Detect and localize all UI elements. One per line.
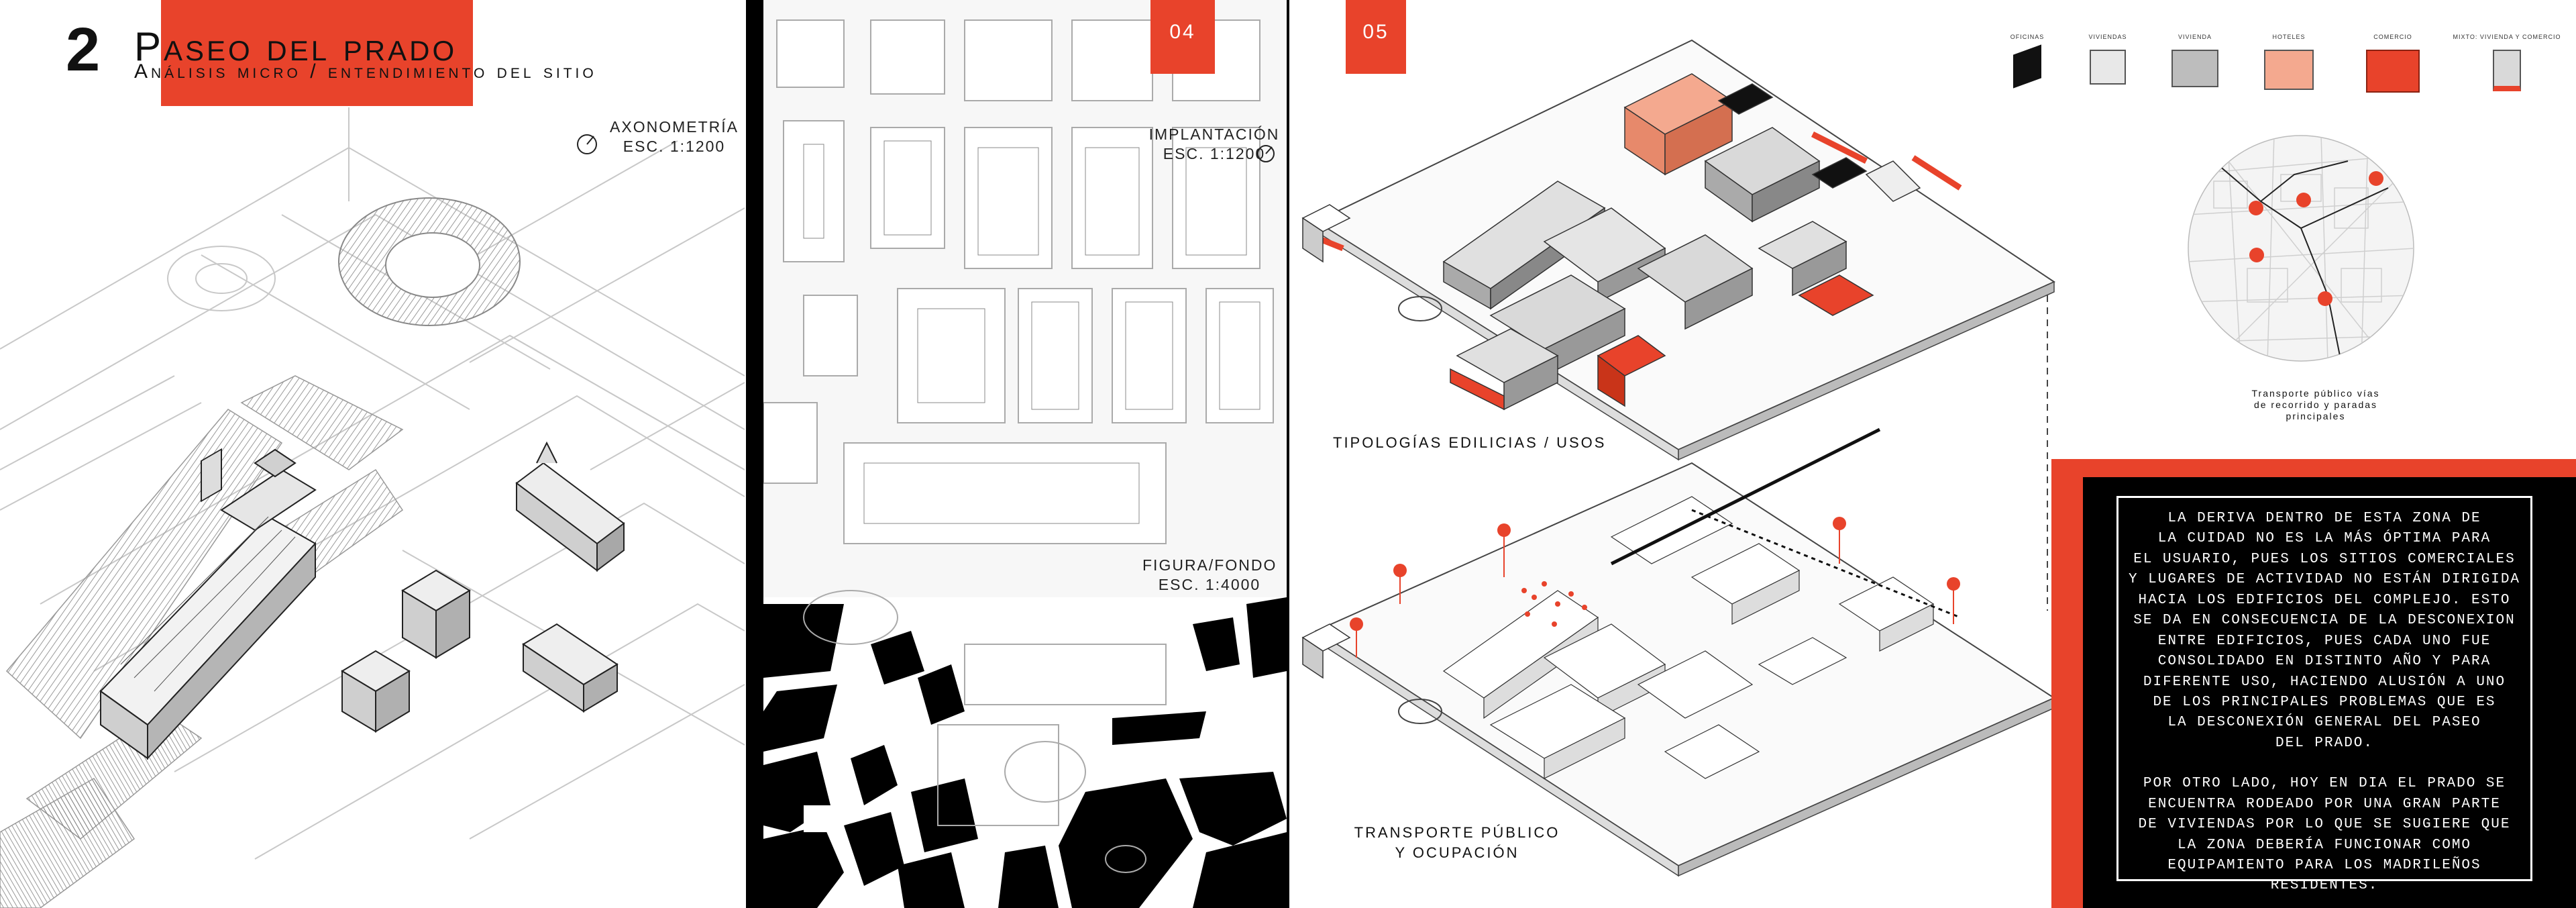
text-line: LA CUIDAD NO ES LA MÁS ÓPTIMA PARA xyxy=(2157,531,2491,547)
section-number: 2 xyxy=(66,15,101,84)
text-line: EL USUARIO, PUES LOS SITIOS COMERCIALES xyxy=(2133,551,2516,567)
legend-item: VIVIENDA xyxy=(2148,34,2242,87)
legend-item: OFICINAS xyxy=(1987,34,2068,89)
plan-panel: 04 IMPLANTACIÓN ESC. 1:1200 FIGURA/FONDO… xyxy=(763,0,1287,908)
analysis-panel: 05 xyxy=(1289,0,2576,908)
legend-swatch xyxy=(2171,50,2218,87)
legend-item: HOTELES xyxy=(2242,34,2336,90)
text-line: SE DA EN CONSECUENCIA DE LA DESCONEXION xyxy=(2133,613,2516,629)
implantacion-label: IMPLANTACIÓN ESC. 1:1200 xyxy=(1147,125,1281,164)
usage-legend: OFICINAS VIVIENDAS VIVIENDA HOTELES COME… xyxy=(1987,34,2564,114)
text-line: CONSOLIDADO EN DISTINTO AÑO Y PARA xyxy=(2157,654,2491,670)
transporte-label: TRANSPORTE PÚBLICO Y OCUPACIÓN xyxy=(1330,823,1585,862)
legend-label: COMERCIO xyxy=(2373,34,2412,40)
legend-item: COMERCIO xyxy=(2343,34,2443,93)
legend-label: VIVIENDA xyxy=(2178,34,2212,40)
transit-caption-line3: principales xyxy=(2286,410,2346,421)
legend-item: MIXTO: VIVIENDA Y COMERCIO xyxy=(2450,34,2564,91)
figura-fondo-title: FIGURA/FONDO xyxy=(1142,556,1277,574)
north-arrow-icon xyxy=(577,134,597,154)
transporte-label-line2: Y OCUPACIÓN xyxy=(1395,844,1519,861)
legend-label: MIXTO: VIVIENDA Y COMERCIO xyxy=(2453,34,2561,40)
text-line: ENCUENTRA RODEADO POR UNA GRAN PARTE xyxy=(2148,796,2501,812)
analysis-axonometries xyxy=(1301,39,2056,877)
implantacion-scale: ESC. 1:1200 xyxy=(1163,144,1266,162)
text-line: LA ZONA DEBERÍA FUNCIONAR COMO xyxy=(2177,837,2472,853)
text-line: DIFERENTE USO, HACIENDO ALUSIÓN A UNO xyxy=(2143,674,2506,690)
text-line: RESIDENTES. xyxy=(2270,878,2379,894)
axonometry-panel: 2 Paseo del prado Análisis micro / enten… xyxy=(0,0,745,908)
text-line: ENTRE EDIFICIOS, PUES CADA UNO FUE xyxy=(2157,633,2491,649)
paragraph-1: LA DERIVA DENTRO DE ESTA ZONA DE LA CUID… xyxy=(2118,509,2530,754)
figura-fondo-scale: ESC. 1:4000 xyxy=(1158,575,1261,593)
text-line: POR OTRO LADO, HOY EN DIA EL PRADO SE xyxy=(2143,776,2506,792)
separator-2 xyxy=(1287,0,1289,908)
axonometry-drawing xyxy=(0,107,745,908)
page-number: 05 xyxy=(1362,21,1389,43)
text-box: LA DERIVA DENTRO DE ESTA ZONA DE LA CUID… xyxy=(2083,477,2576,908)
page-number-box: 05 xyxy=(1346,0,1406,74)
text-line: Y LUGARES DE ACTIVIDAD NO ESTÁN DIRIGIDA xyxy=(2128,572,2521,588)
paragraph-2: POR OTRO LADO, HOY EN DIA EL PRADO SE EN… xyxy=(2118,774,2530,897)
axonometry-label-title: AXONOMETRÍA xyxy=(610,118,739,136)
text-inner: LA DERIVA DENTRO DE ESTA ZONA DE LA CUID… xyxy=(2116,496,2532,893)
text-line: DE LOS PRINCIPALES PROBLEMAS QUE ES xyxy=(2153,694,2496,710)
legend-label: HOTELES xyxy=(2272,34,2306,40)
transit-caption-line1: Transporte público vías xyxy=(2251,388,2380,399)
text-frame: LA DERIVA DENTRO DE ESTA ZONA DE LA CUID… xyxy=(2051,459,2576,908)
plan-drawing xyxy=(763,0,1287,908)
legend-swatch xyxy=(2493,50,2521,91)
legend-swatch xyxy=(2366,50,2420,93)
page-title: Paseo del prado xyxy=(134,24,458,69)
page-subtitle: Análisis micro / entendimiento del sitio xyxy=(134,60,597,83)
text-line: HACIA LOS EDIFICIOS DEL COMPLEJO. ESTO xyxy=(2138,592,2511,608)
text-line: LA DESCONEXIÓN GENERAL DEL PASEO xyxy=(2167,715,2481,731)
legend-swatch xyxy=(2264,50,2314,90)
text-line: LA DERIVA DENTRO DE ESTA ZONA DE xyxy=(2167,511,2481,526)
transit-map-caption: Transporte público vías de recorrido y p… xyxy=(2208,388,2423,421)
text-line: DE VIVIENDAS POR LO QUE SE SUGIERE QUE xyxy=(2138,817,2511,833)
tipologias-label: TIPOLOGÍAS EDILICIAS / USOS xyxy=(1333,434,1607,451)
legend-swatch xyxy=(2090,50,2126,85)
figura-fondo-label: FIGURA/FONDO ESC. 1:4000 xyxy=(1142,556,1277,595)
legend-label: VIVIENDAS xyxy=(2088,34,2127,40)
implantacion-title: IMPLANTACIÓN xyxy=(1148,125,1280,143)
separator-1 xyxy=(746,0,763,908)
axonometry-label: AXONOMETRÍA ESC. 1:1200 xyxy=(604,117,745,156)
axonometry-label-scale: ESC. 1:1200 xyxy=(623,137,726,155)
legend-label: OFICINAS xyxy=(2010,34,2045,40)
page-number: 04 xyxy=(1169,21,1196,43)
legend-item: VIVIENDAS xyxy=(2068,34,2148,85)
page-number-box: 04 xyxy=(1150,0,1215,74)
text-line: DEL PRADO. xyxy=(2275,735,2374,751)
transit-circle-map xyxy=(2188,135,2414,362)
title-red-block xyxy=(161,0,473,106)
legend-swatch xyxy=(2013,44,2041,89)
text-line: EQUIPAMIENTO PARA LOS MADRILEÑOS xyxy=(2167,858,2481,873)
north-arrow-icon xyxy=(1257,145,1275,162)
transit-caption-line2: de recorrido y paradas xyxy=(2253,399,2378,410)
transporte-label-line1: TRANSPORTE PÚBLICO xyxy=(1354,824,1560,841)
